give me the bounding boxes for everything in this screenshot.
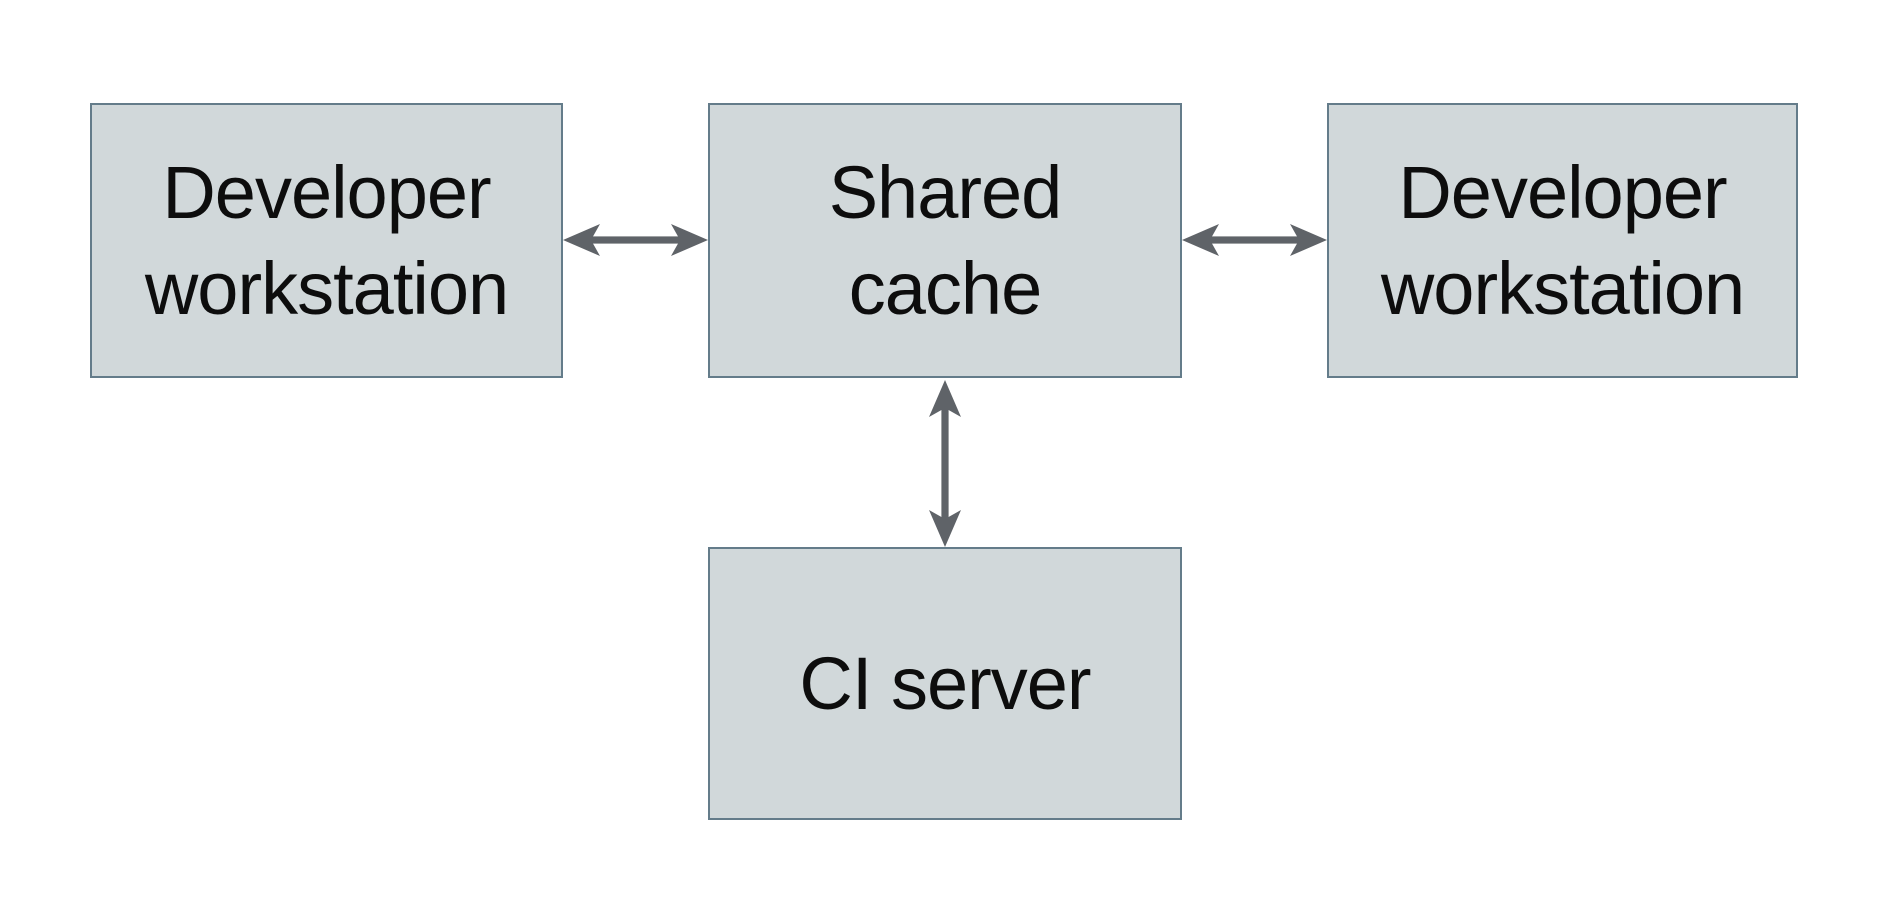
node-label-line: Developer [162, 150, 491, 234]
node-label-line: CI server [799, 641, 1091, 725]
node-label-line: Developer [1398, 150, 1727, 234]
bidirectional-arrow-cache-to-ci-server [927, 380, 963, 547]
double-arrow-horizontal-icon [563, 224, 708, 256]
node-label-line: cache [848, 246, 1042, 330]
bidirectional-arrow-workstation-left-to-cache [563, 222, 708, 258]
node-developer-workstation-left: Developer workstation [90, 103, 563, 378]
node-developer-workstation-right: Developer workstation [1327, 103, 1798, 378]
node-label-line: Shared [828, 150, 1063, 234]
node-label-line: workstation [1380, 246, 1745, 330]
node-ci-server: CI server [708, 547, 1182, 820]
double-arrow-vertical-icon [929, 380, 961, 547]
node-shared-cache: Shared cache [708, 103, 1182, 378]
node-label-line: workstation [144, 246, 509, 330]
double-arrow-horizontal-icon [1182, 224, 1327, 256]
bidirectional-arrow-cache-to-workstation-right [1182, 222, 1327, 258]
